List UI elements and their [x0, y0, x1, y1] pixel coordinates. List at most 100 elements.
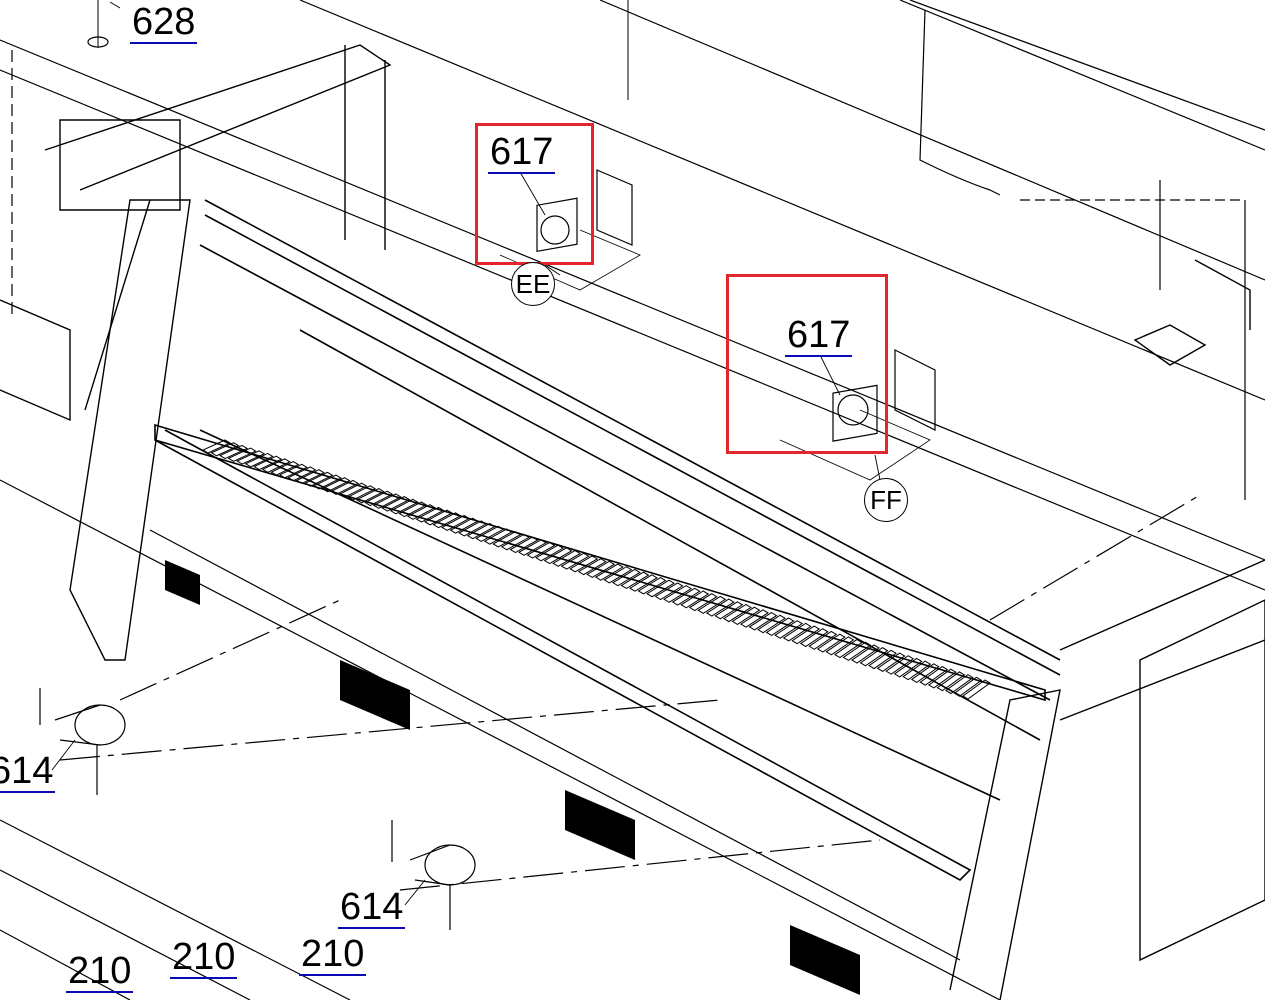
platen-slot — [278, 463, 308, 479]
platen-slot — [227, 447, 257, 462]
platen-slot — [620, 571, 650, 590]
left-frame — [0, 44, 392, 661]
platen-slot — [219, 444, 249, 460]
platen-slot — [611, 568, 641, 587]
platen-slot — [782, 622, 812, 642]
platen-slot — [312, 474, 343, 490]
platen-slot — [287, 466, 317, 482]
platen-slot — [705, 598, 735, 617]
part-link-628[interactable]: 628 — [130, 1, 198, 44]
platen-slot — [833, 638, 863, 659]
right-frame — [949, 259, 1265, 1000]
platen-slot — [398, 501, 428, 518]
platen-slot — [859, 647, 889, 667]
platen-slot — [535, 544, 565, 562]
platen-slot — [654, 582, 684, 601]
platen-slots — [201, 439, 991, 700]
platen-slot — [791, 625, 821, 645]
part-link-614-left[interactable]: 614 — [0, 752, 56, 793]
platen-slot — [808, 630, 838, 650]
platen-slot — [740, 609, 769, 628]
platen-slot — [799, 628, 829, 648]
main-rail — [154, 199, 1061, 881]
platen-slot — [910, 663, 940, 684]
platen-slot — [517, 539, 547, 556]
platen-slot — [500, 533, 530, 551]
platen-slot — [475, 525, 505, 543]
platen-slot — [253, 455, 283, 471]
platen-slot — [458, 520, 488, 537]
part-link-210-third[interactable]: 210 — [299, 933, 367, 976]
fan-617-upper-drawing — [499, 169, 641, 291]
platen-slot — [381, 496, 411, 512]
platen-slot — [509, 536, 539, 554]
platen-slot — [594, 563, 624, 581]
vent-grilles — [165, 560, 860, 995]
platen-slot — [543, 547, 573, 565]
platen-slot — [432, 512, 462, 529]
platen-slot — [406, 504, 436, 520]
platen-slot — [885, 655, 915, 675]
platen-slot — [483, 528, 513, 545]
platen-slot — [330, 479, 360, 496]
platen-slot — [526, 541, 556, 559]
platen-slot — [492, 531, 522, 548]
platen-slot — [441, 514, 471, 531]
detail-callout-ee: EE — [511, 262, 555, 306]
platen-slot — [424, 509, 454, 526]
platen-slot — [774, 620, 804, 639]
platen-slot — [637, 576, 667, 595]
platen-slot — [945, 674, 974, 695]
platen-slot — [236, 450, 266, 465]
platen-slot — [757, 614, 786, 634]
platen-slot — [765, 617, 795, 637]
platen-slot — [586, 560, 616, 578]
platen-slot — [663, 585, 693, 603]
platen-slot — [295, 469, 325, 484]
platen-slot — [748, 611, 778, 631]
platen-slot — [927, 668, 957, 689]
platen-slot — [201, 439, 232, 454]
platen-slot — [893, 657, 923, 678]
platen-slot — [449, 517, 479, 534]
platen-slot — [577, 558, 607, 576]
platen-slot — [919, 665, 949, 686]
platen-slot — [646, 579, 676, 598]
platen-slot — [680, 590, 710, 609]
platen-slot — [560, 552, 590, 570]
platen-slot — [842, 641, 872, 661]
platen-slot — [364, 490, 394, 507]
platen-slot — [347, 485, 377, 501]
detail-callout-ff: FF — [864, 478, 908, 522]
platen-slot — [569, 555, 599, 573]
platen-slot — [372, 493, 402, 509]
platen-slot — [628, 574, 658, 592]
platen-slot — [953, 676, 983, 697]
platen-slot — [210, 442, 240, 457]
part-link-614-center[interactable]: 614 — [338, 886, 406, 929]
platen-slot — [722, 603, 752, 623]
platen-slot — [304, 471, 334, 487]
platen-slot — [697, 595, 727, 614]
part-link-210-second[interactable]: 210 — [170, 936, 238, 979]
platen-slot — [714, 601, 744, 620]
part-link-210-first[interactable]: 210 — [66, 950, 134, 993]
part-link-617-upper[interactable]: 617 — [488, 131, 556, 174]
platen-slot — [688, 593, 718, 612]
part-link-617-lower[interactable]: 617 — [785, 314, 853, 357]
platen-slot — [962, 679, 991, 700]
platen-slot — [936, 671, 966, 692]
cable-outline — [909, 0, 1265, 196]
platen-slot — [671, 587, 701, 606]
platen-slot — [244, 452, 274, 468]
platen-slot — [466, 523, 496, 540]
platen-slot — [902, 660, 932, 681]
platen-slot — [415, 506, 445, 523]
platen-slot — [603, 566, 633, 584]
platen-slot — [261, 458, 291, 473]
platen-slot — [876, 652, 906, 672]
platen-slot — [338, 482, 368, 498]
platen-slot — [321, 477, 351, 493]
